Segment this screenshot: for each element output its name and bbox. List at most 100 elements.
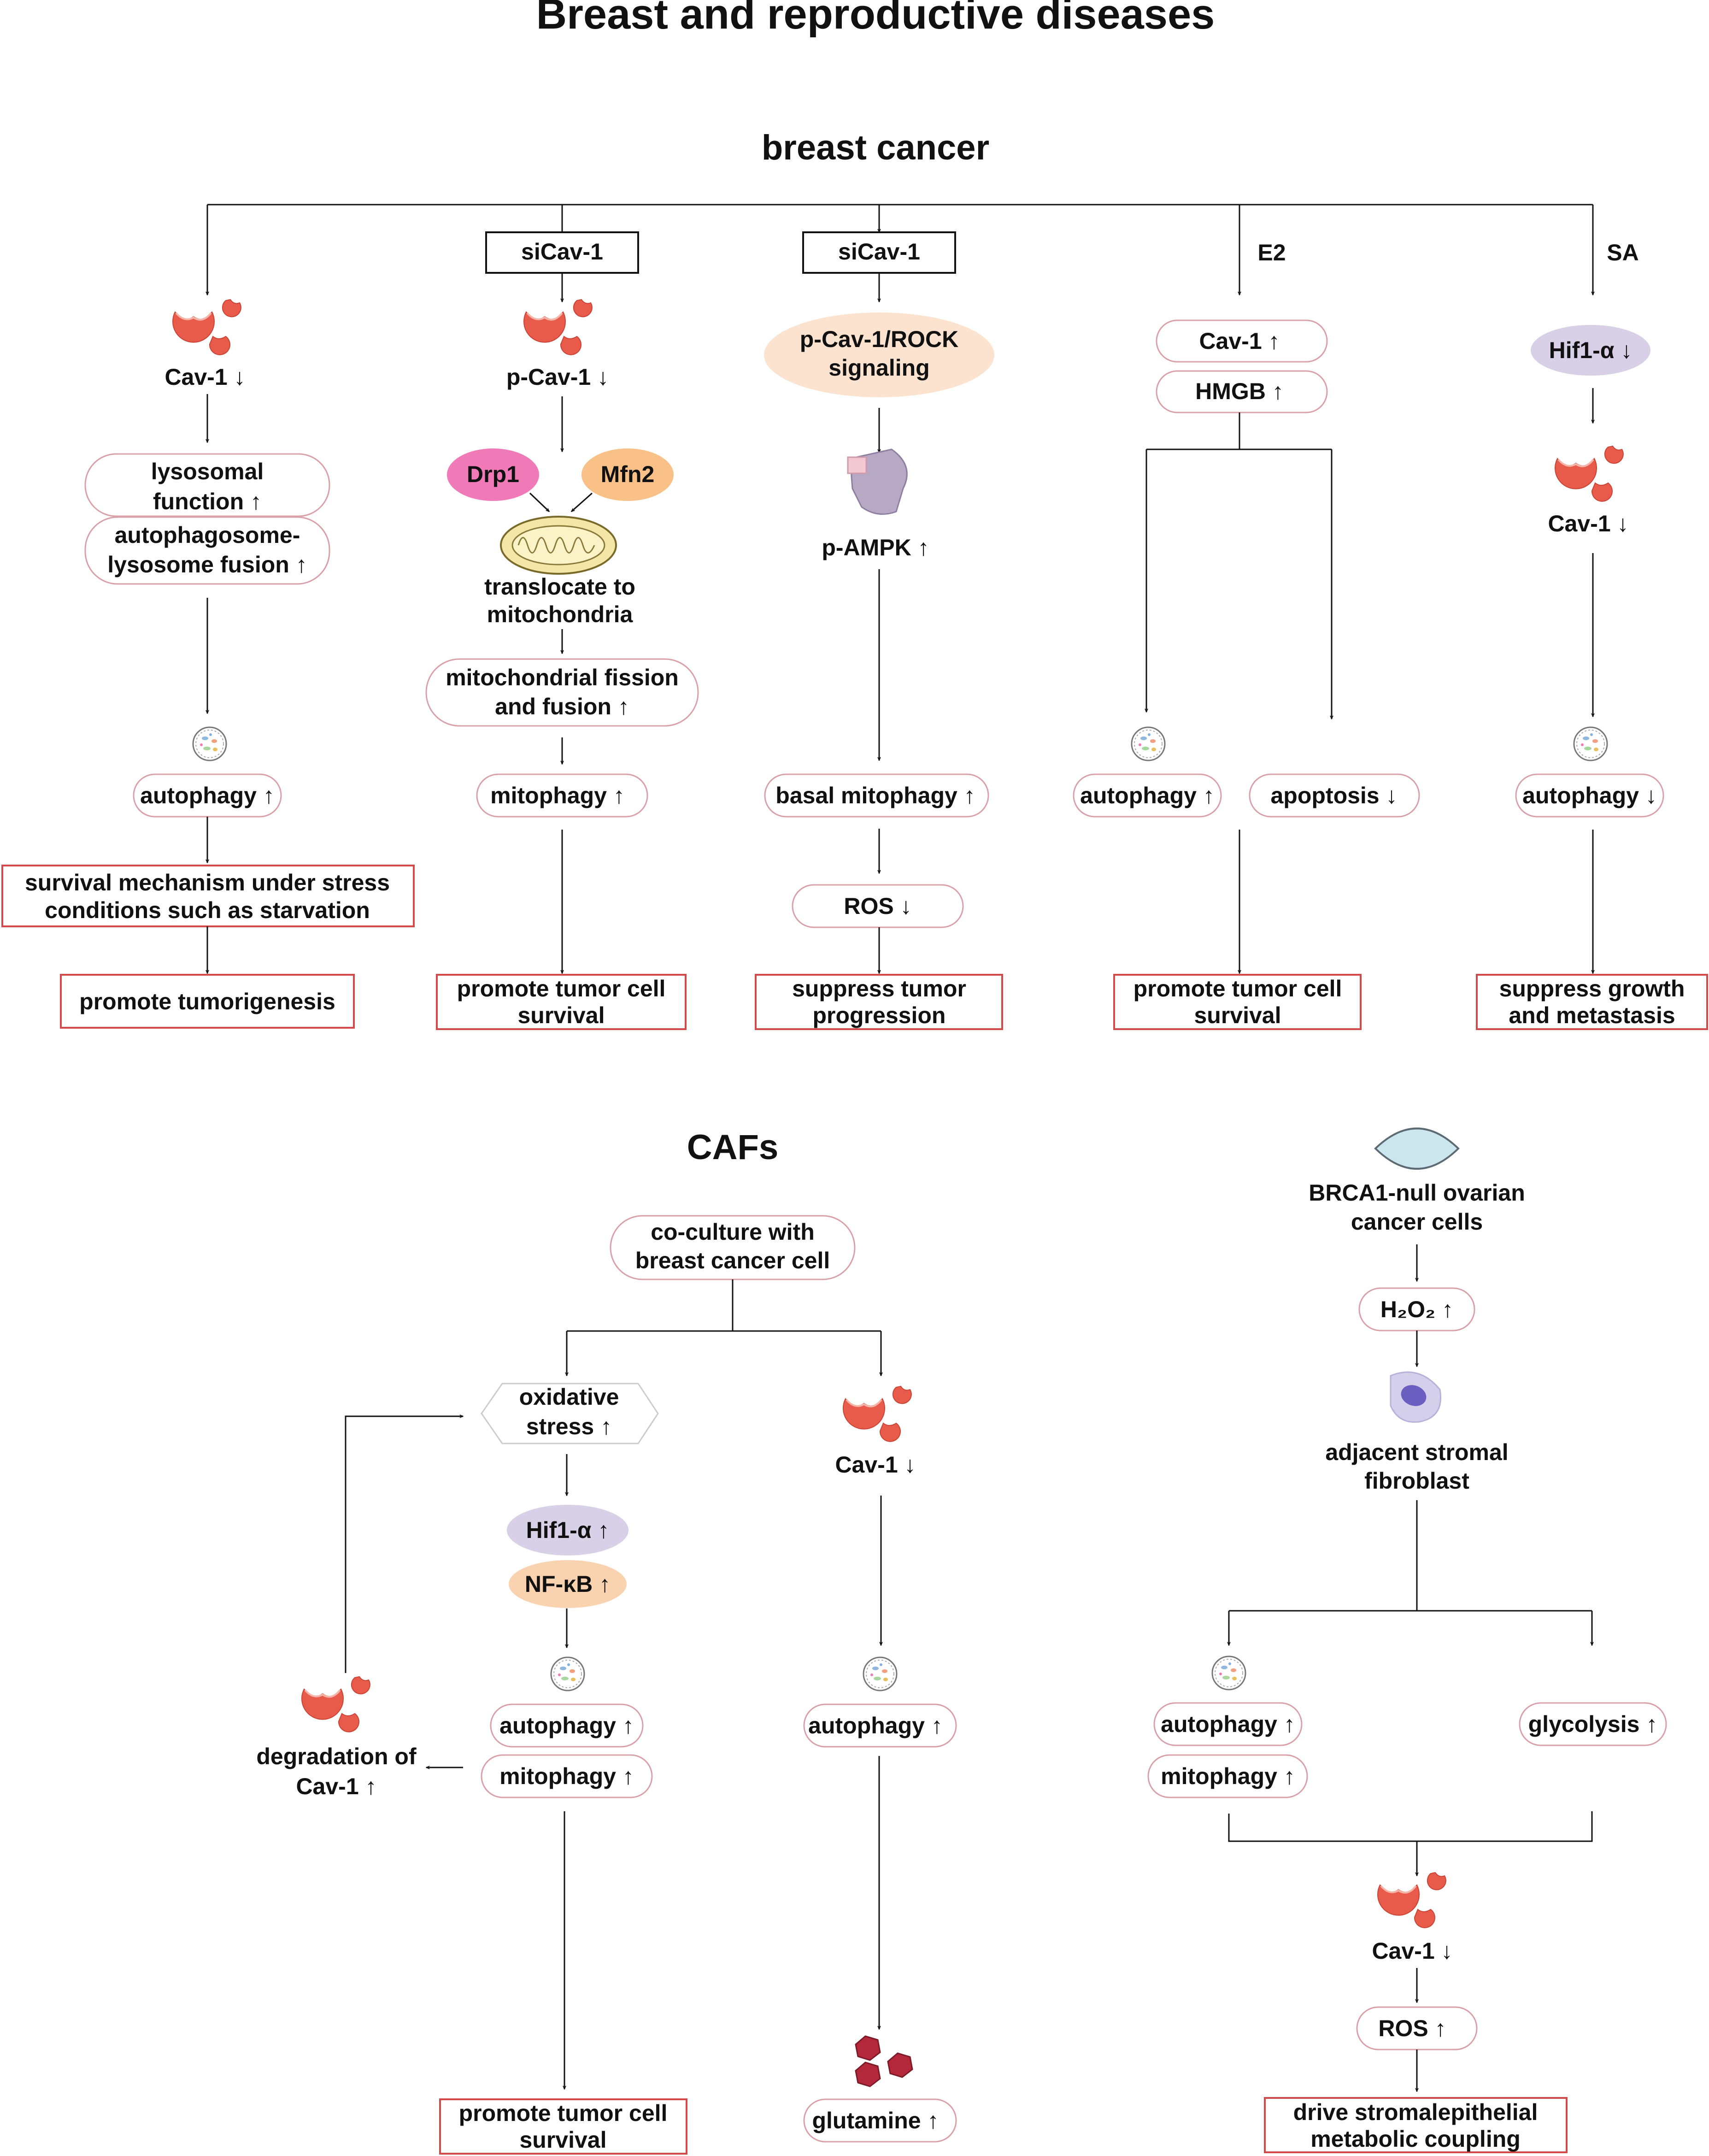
fibroblast-line1: adjacent stromal [1325,1439,1508,1465]
apoptosis-label: apoptosis ↓ [1270,783,1397,808]
outcome-ov-line1: drive stromalepithelial [1293,2099,1538,2125]
autophagosome-icon [863,1656,898,1691]
rock-line2: signaling [828,355,929,381]
outcome-ov-line2: metabolic coupling [1310,2126,1521,2152]
autophagy-4-label: autophagy ↑ [1080,783,1215,808]
cav1-up-pill [1156,319,1328,363]
sicav1-box-1 [485,231,639,274]
mitophagy-label: mitophagy ↑ [490,783,625,808]
cav1-caf-label: Cav-1 ↓ [835,1452,916,1478]
ampk-label: p-AMPK ↑ [822,535,929,560]
oxidative-line1: oxidative [519,1384,619,1410]
autophagy-label: autophagy ↑ [140,783,275,808]
oxidative-stress-hexagon [481,1383,659,1444]
breast-cancer-heading: breast cancer [762,128,989,167]
outcome-caf-line1: promote tumor cell [459,2100,668,2126]
outcome-5-line1: suppress growth [1499,976,1685,1001]
cav1-down-5-label: Cav-1 ↓ [1548,511,1628,536]
glutamine-pill [803,2098,957,2143]
autophagy-caf2-pill [803,1703,957,1748]
outcome-caf-line2: survival [519,2127,606,2153]
arrow [529,492,549,512]
sa-label: SA [1607,240,1639,265]
glycolysis-label: glycolysis ↑ [1528,1711,1658,1737]
fusion-line1: autophagosome- [115,522,300,548]
outcome-4-line2: survival [1194,1002,1281,1028]
basal-mitophagy-pill [764,773,989,818]
hif-up-ellipse [507,1505,628,1555]
h2o2-label: H₂O₂ ↑ [1380,1296,1453,1322]
arrow [571,492,593,512]
glutamine-label: glutamine ↑ [812,2108,939,2133]
outcome-5-line2: and metastasis [1509,1002,1675,1028]
mitophagy-ov-pill [1147,1754,1308,1798]
outcome-box-ov [1264,2097,1568,2153]
autophagy-caf-label: autophagy ↑ [499,1713,634,1738]
rock-signaling-ellipse [764,312,994,397]
autophagy-ov-pill [1153,1702,1303,1746]
ros-up-label: ROS ↑ [1378,2015,1446,2041]
mfn2-label: Mfn2 [601,461,655,487]
connector [1228,1811,1593,1842]
outcome-box-caf [439,2098,687,2155]
sicav1-box-2 [802,231,956,274]
autophagosome-icon [192,726,227,761]
hmgb-pill [1156,370,1328,413]
degradation-line2: Cav-1 ↑ [296,1773,376,1799]
autophagy-caf2-label: autophagy ↑ [808,1713,943,1738]
mitochondrion-icon [500,516,617,575]
rock-line1: p-Cav-1/ROCK [800,326,958,352]
connector [1229,1500,1592,1612]
ros-down-label: ROS ↓ [844,893,911,919]
glycolysis-pill [1519,1702,1667,1746]
apoptosis-pill [1249,773,1420,818]
hif-up-label: Hif1-α ↑ [526,1517,610,1543]
survival-line1: survival mechanism under stress [25,870,390,895]
translocate-line2: mitochondria [487,601,634,627]
fission-line1: mitochondrial fission [446,665,679,690]
basal-mitophagy-label: basal mitophagy ↑ [775,783,975,808]
caveolin-icon [1377,1872,1447,1929]
translocate-line1: translocate to [484,574,635,600]
cav1-label: Cav-1 ↓ [164,364,245,390]
fusion-pill [84,516,330,585]
coculture-line1: co-culture with [651,1219,815,1245]
mitophagy-caf-label: mitophagy ↑ [499,1763,634,1789]
caveolin-icon [842,1385,912,1443]
ros-down-pill [792,884,964,928]
nfkb-label: NF-κB ↑ [525,1571,611,1597]
connector [567,1279,881,1332]
outcome-3-line2: progression [813,1002,946,1028]
hif-down-ellipse [1531,325,1650,376]
mfn2-ellipse [581,448,674,501]
coculture-line2: breast cancer cell [635,1248,830,1273]
survival-box [1,865,415,927]
sicav1-label-1: siCav-1 [521,239,603,265]
fission-line2: and fusion ↑ [495,694,629,719]
pcav1-label: p-Cav-1 ↓ [506,364,609,390]
outcome-box-4 [1113,974,1362,1030]
autophagy-caf-pill [490,1703,644,1748]
hif-down-label: Hif1-α ↓ [1549,337,1633,363]
autophagosome-icon [1211,1655,1246,1691]
ovarian-cells-line2: cancer cells [1351,1209,1483,1235]
hmgb-label: HMGB ↑ [1195,378,1284,404]
sicav1-label-2: siCav-1 [838,239,920,265]
caveolin-icon [523,299,593,356]
ovarian-cells-line1: BRCA1-null ovarian [1309,1180,1525,1206]
fibroblast-line2: fibroblast [1364,1468,1469,1494]
outcome-box-5 [1476,974,1708,1030]
fusion-line2: lysosome fusion ↑ [107,552,307,577]
lysosomal-line2: function ↑ [153,489,262,514]
drp1-ellipse [447,448,539,501]
autophagy-ov-label: autophagy ↑ [1161,1711,1295,1737]
drp1-label: Drp1 [467,461,519,487]
degradation-line1: degradation of [256,1744,417,1769]
caveolin-icon [172,299,242,356]
cafs-heading: CAFs [687,1128,778,1167]
mitophagy-caf-pill [481,1754,653,1798]
nfkb-ellipse [509,1560,627,1608]
autophagy-down-label: autophagy ↓ [1522,783,1657,808]
outcome-box-3 [755,974,1003,1030]
